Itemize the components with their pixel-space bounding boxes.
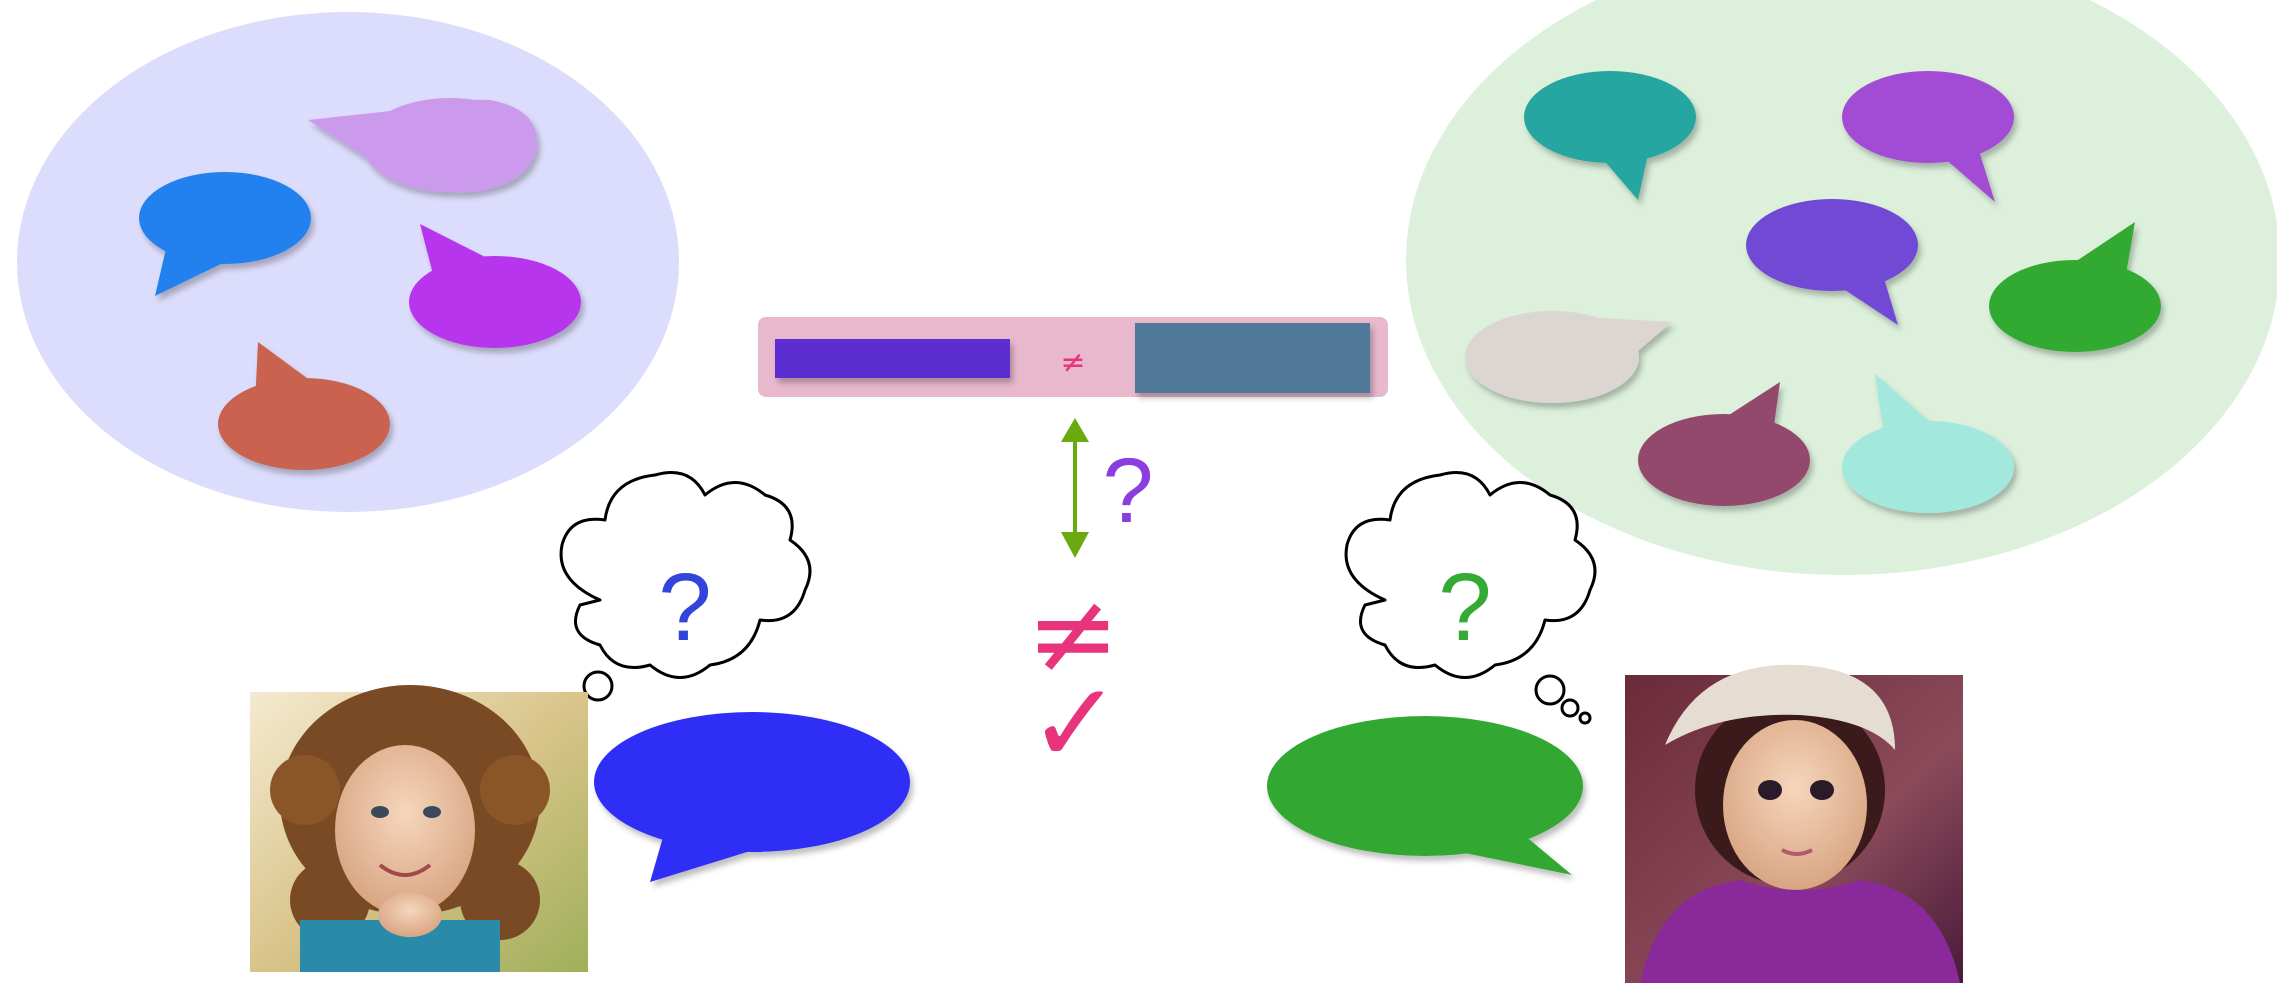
speech-bubble-tail bbox=[1830, 265, 1898, 325]
check-mark-icon: ✓ bbox=[1028, 659, 1122, 789]
speech-bubble-body bbox=[363, 98, 537, 192]
speech-bubble-tail bbox=[1935, 138, 1995, 202]
speech-bubble-body bbox=[1989, 260, 2161, 352]
speech-bubble bbox=[1989, 222, 2161, 352]
speech-bubble-body bbox=[1842, 421, 2014, 513]
speech-bubble bbox=[1842, 71, 2014, 202]
speech-bubble-tail bbox=[1595, 145, 1650, 200]
left-thought-cloud: ? bbox=[555, 471, 812, 725]
speech-bubble-tail bbox=[1460, 815, 1572, 875]
speech-bubble-tail bbox=[420, 224, 495, 282]
thought-cloud-shape bbox=[559, 471, 812, 679]
thought-question-mark: ? bbox=[658, 554, 711, 661]
speech-bubble-body bbox=[594, 712, 910, 852]
speech-bubble-tail bbox=[1715, 382, 1780, 440]
speech-bubble-tail bbox=[1600, 318, 1672, 362]
toddler-knit-hat-photo-icon bbox=[1640, 664, 1960, 983]
right-bubble-group bbox=[1465, 71, 2161, 513]
thought-dot bbox=[1560, 698, 1580, 718]
speech-bubble-tail bbox=[255, 342, 315, 405]
speech-bubble bbox=[1842, 374, 2014, 513]
speech-bubble bbox=[409, 224, 581, 348]
child-curly-hair-photo-icon bbox=[270, 685, 550, 972]
speech-bubble bbox=[1638, 382, 1810, 506]
speech-bubble-body bbox=[1465, 311, 1639, 403]
speech-bubble bbox=[139, 172, 311, 296]
bar-not-equal-symbol: ≠ bbox=[1060, 345, 1085, 380]
arrow-head-down bbox=[1061, 532, 1089, 558]
comparison-bar: ≠ bbox=[758, 317, 1388, 397]
speech-bubble bbox=[1524, 71, 1696, 200]
left-person-photo bbox=[250, 685, 588, 972]
arrow-head-up bbox=[1061, 418, 1089, 442]
speech-bubble bbox=[218, 342, 390, 470]
thought-dot bbox=[1534, 674, 1566, 706]
thought-dot bbox=[1578, 711, 1592, 725]
speech-bubble-body bbox=[1746, 199, 1918, 291]
not-equal-symbol: ≠ bbox=[1026, 569, 1120, 699]
left-meaning-block bbox=[775, 339, 1010, 378]
speech-bubble-body bbox=[1267, 716, 1583, 856]
right-meaning-block bbox=[1135, 323, 1370, 393]
speech-bubble-tail bbox=[1875, 374, 1932, 440]
thought-cloud-shape bbox=[1344, 471, 1597, 679]
speech-bubble-body bbox=[218, 378, 390, 470]
speech-bubble-body bbox=[1638, 414, 1810, 506]
thought-question-mark: ? bbox=[1438, 554, 1491, 661]
left-bubble-group bbox=[139, 98, 581, 470]
right-speaker-bubble bbox=[1267, 716, 1583, 875]
speech-bubble bbox=[1746, 199, 1918, 325]
speech-bubble-body bbox=[139, 172, 311, 264]
double-arrow bbox=[1061, 418, 1089, 558]
speech-bubble-tail bbox=[155, 240, 225, 296]
speech-bubble bbox=[1465, 311, 1672, 403]
speech-bubble-body bbox=[1842, 71, 2014, 163]
speech-bubble-body bbox=[409, 256, 581, 348]
right-thought-cloud: ? bbox=[1344, 471, 1597, 725]
thought-dot bbox=[582, 670, 614, 702]
speech-bubble-tail bbox=[650, 820, 760, 882]
arrow-question-mark: ? bbox=[1102, 440, 1153, 542]
speech-bubble-body bbox=[1524, 71, 1696, 163]
left-speaker-bubble bbox=[594, 712, 910, 882]
right-person-photo bbox=[1625, 664, 1963, 983]
speech-bubble-tail bbox=[2075, 222, 2135, 280]
speech-bubble bbox=[308, 98, 537, 193]
